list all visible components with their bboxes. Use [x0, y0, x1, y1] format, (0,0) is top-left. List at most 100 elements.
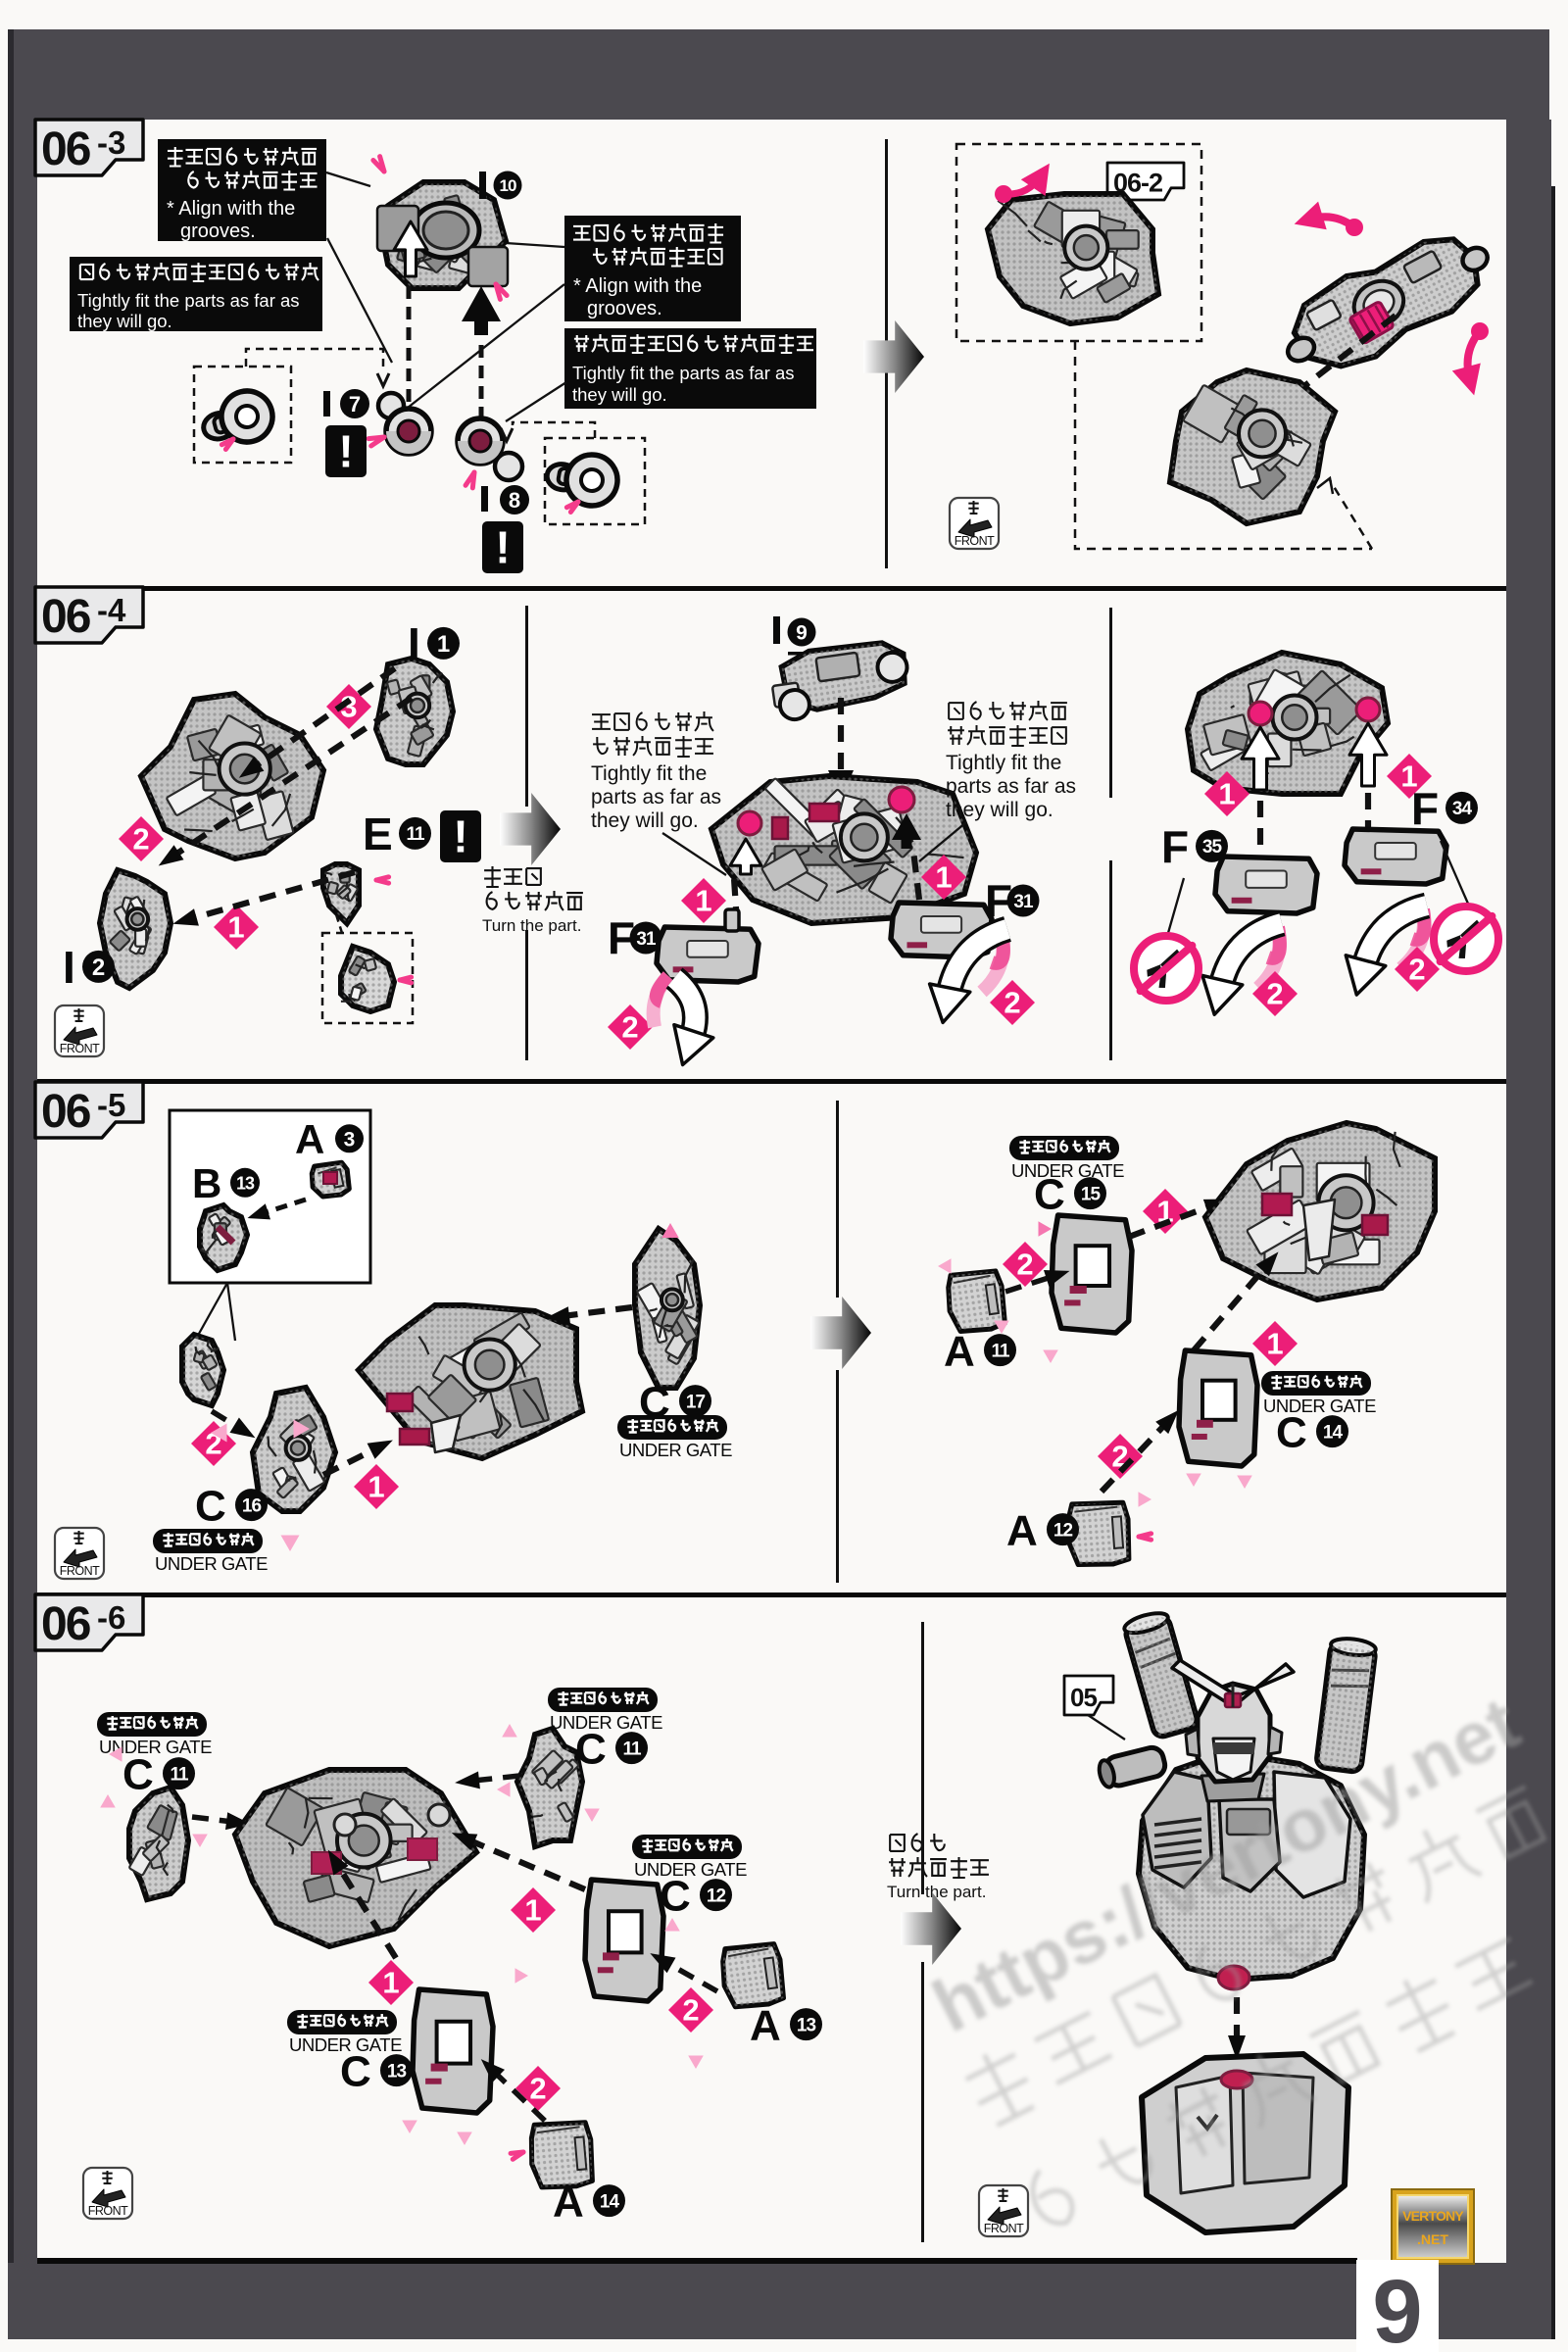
svg-text:UNDER GATE: UNDER GATE — [634, 1859, 747, 1880]
svg-text:they will go.: they will go. — [946, 799, 1054, 821]
svg-text:12: 12 — [1054, 1520, 1073, 1541]
svg-text:UNDER GATE: UNDER GATE — [1263, 1396, 1376, 1416]
svg-text:A: A — [750, 2001, 781, 2049]
svg-text:* Align with the: * Align with the — [573, 275, 702, 297]
svg-text:grooves.: grooves. — [587, 298, 662, 319]
svg-text:Turn the part.: Turn the part. — [482, 916, 581, 935]
svg-text:14: 14 — [1323, 1422, 1344, 1443]
svg-text:31: 31 — [636, 929, 657, 950]
svg-text:UNDER GATE: UNDER GATE — [99, 1737, 212, 1757]
svg-text:E: E — [363, 808, 393, 859]
svg-text:UNDER GATE: UNDER GATE — [550, 1712, 662, 1733]
svg-text:FRONT: FRONT — [984, 2222, 1024, 2235]
svg-text:F: F — [1411, 783, 1439, 834]
svg-text:they will go.: they will go. — [77, 311, 172, 331]
svg-text:17: 17 — [686, 1392, 706, 1412]
svg-text:B: B — [192, 1160, 221, 1206]
svg-text:9: 9 — [796, 622, 808, 645]
svg-text:!: ! — [453, 810, 467, 861]
svg-text:C: C — [340, 2047, 371, 2095]
svg-text:05: 05 — [1070, 1683, 1097, 1712]
svg-text:A: A — [295, 1116, 324, 1162]
svg-text:VERTONY: VERTONY — [1402, 2208, 1464, 2224]
svg-text:06: 06 — [41, 1086, 90, 1138]
svg-text:2: 2 — [1016, 1248, 1033, 1282]
svg-text:UNDER GATE: UNDER GATE — [1011, 1160, 1124, 1181]
svg-text:FRONT: FRONT — [955, 534, 995, 548]
svg-text:11: 11 — [406, 824, 425, 845]
svg-text:31: 31 — [1013, 892, 1034, 912]
svg-text:2: 2 — [1004, 986, 1020, 1020]
svg-text:parts as far as: parts as far as — [946, 775, 1076, 798]
svg-text:!: ! — [338, 425, 353, 476]
svg-text:UNDER GATE: UNDER GATE — [155, 1553, 268, 1574]
svg-text:C: C — [122, 1750, 154, 1798]
svg-text:06: 06 — [41, 591, 90, 643]
svg-text:1: 1 — [227, 910, 244, 945]
svg-text:-4: -4 — [97, 592, 126, 628]
svg-text:UNDER GATE: UNDER GATE — [619, 1440, 732, 1460]
svg-text:A: A — [1006, 1506, 1038, 1554]
svg-text:FRONT: FRONT — [88, 2204, 128, 2218]
svg-text:C: C — [1034, 1170, 1065, 1218]
svg-text:3: 3 — [340, 690, 357, 724]
svg-text:12: 12 — [707, 1886, 726, 1906]
svg-text:34: 34 — [1452, 799, 1473, 819]
svg-text:13: 13 — [387, 2061, 407, 2082]
svg-text:1: 1 — [1218, 777, 1235, 811]
svg-text:C: C — [1276, 1408, 1307, 1456]
svg-text:1: 1 — [1266, 1327, 1283, 1361]
svg-text:1: 1 — [437, 631, 450, 658]
svg-text:Tightly fit the parts as far a: Tightly fit the parts as far as — [77, 290, 300, 311]
svg-text:2: 2 — [529, 2072, 546, 2106]
svg-text:15: 15 — [1081, 1184, 1102, 1204]
svg-text:I: I — [63, 942, 75, 993]
svg-text:1: 1 — [524, 1893, 541, 1928]
svg-text:-5: -5 — [97, 1087, 125, 1123]
svg-text:7: 7 — [349, 392, 361, 416]
svg-text:13: 13 — [236, 1173, 255, 1193]
svg-text:8: 8 — [509, 488, 520, 513]
svg-text:-3: -3 — [97, 124, 125, 161]
svg-text:* Align with the: * Align with the — [167, 198, 295, 220]
svg-text:2: 2 — [1266, 977, 1283, 1011]
svg-text:2: 2 — [1408, 953, 1425, 987]
svg-text:06: 06 — [41, 1598, 90, 1650]
svg-text:13: 13 — [797, 2015, 816, 2035]
svg-text:Tightly fit the: Tightly fit the — [591, 762, 707, 785]
svg-text:2: 2 — [132, 822, 149, 857]
svg-text:FRONT: FRONT — [60, 1564, 100, 1578]
svg-text:!: ! — [495, 521, 510, 572]
svg-text:FRONT: FRONT — [60, 1042, 100, 1055]
svg-text:they will go.: they will go. — [591, 809, 699, 832]
svg-text:1: 1 — [368, 1470, 384, 1504]
svg-text:C: C — [195, 1482, 226, 1530]
svg-text:Tightly fit the: Tightly fit the — [946, 752, 1061, 774]
svg-text:1: 1 — [382, 1966, 399, 2000]
svg-text:F: F — [1161, 821, 1189, 872]
svg-text:16: 16 — [242, 1495, 262, 1516]
svg-text:UNDER GATE: UNDER GATE — [289, 2034, 402, 2055]
svg-text:parts as far as: parts as far as — [591, 786, 721, 808]
svg-text:-6: -6 — [97, 1599, 125, 1636]
svg-text:Tightly fit the parts as far a: Tightly fit the parts as far as — [572, 363, 795, 383]
svg-text:11: 11 — [991, 1341, 1010, 1361]
svg-text:A: A — [944, 1327, 975, 1375]
svg-text:.NET: .NET — [1417, 2231, 1448, 2247]
svg-text:1: 1 — [935, 860, 952, 895]
svg-text:11: 11 — [170, 1764, 189, 1785]
svg-text:9: 9 — [1372, 2262, 1422, 2352]
svg-text:they will go.: they will go. — [572, 384, 667, 405]
svg-text:1: 1 — [1400, 760, 1417, 794]
svg-text:3: 3 — [344, 1128, 356, 1151]
svg-text:2: 2 — [621, 1010, 638, 1045]
svg-text:grooves.: grooves. — [180, 220, 256, 242]
svg-text:14: 14 — [600, 2191, 620, 2212]
svg-text:2: 2 — [92, 955, 105, 981]
svg-text:11: 11 — [622, 1739, 642, 1759]
svg-text:06: 06 — [41, 123, 90, 175]
svg-text:2: 2 — [682, 1993, 699, 2028]
svg-text:A: A — [553, 2178, 584, 2226]
svg-text:35: 35 — [1202, 837, 1223, 858]
svg-text:Turn the part.: Turn the part. — [887, 1883, 986, 1901]
